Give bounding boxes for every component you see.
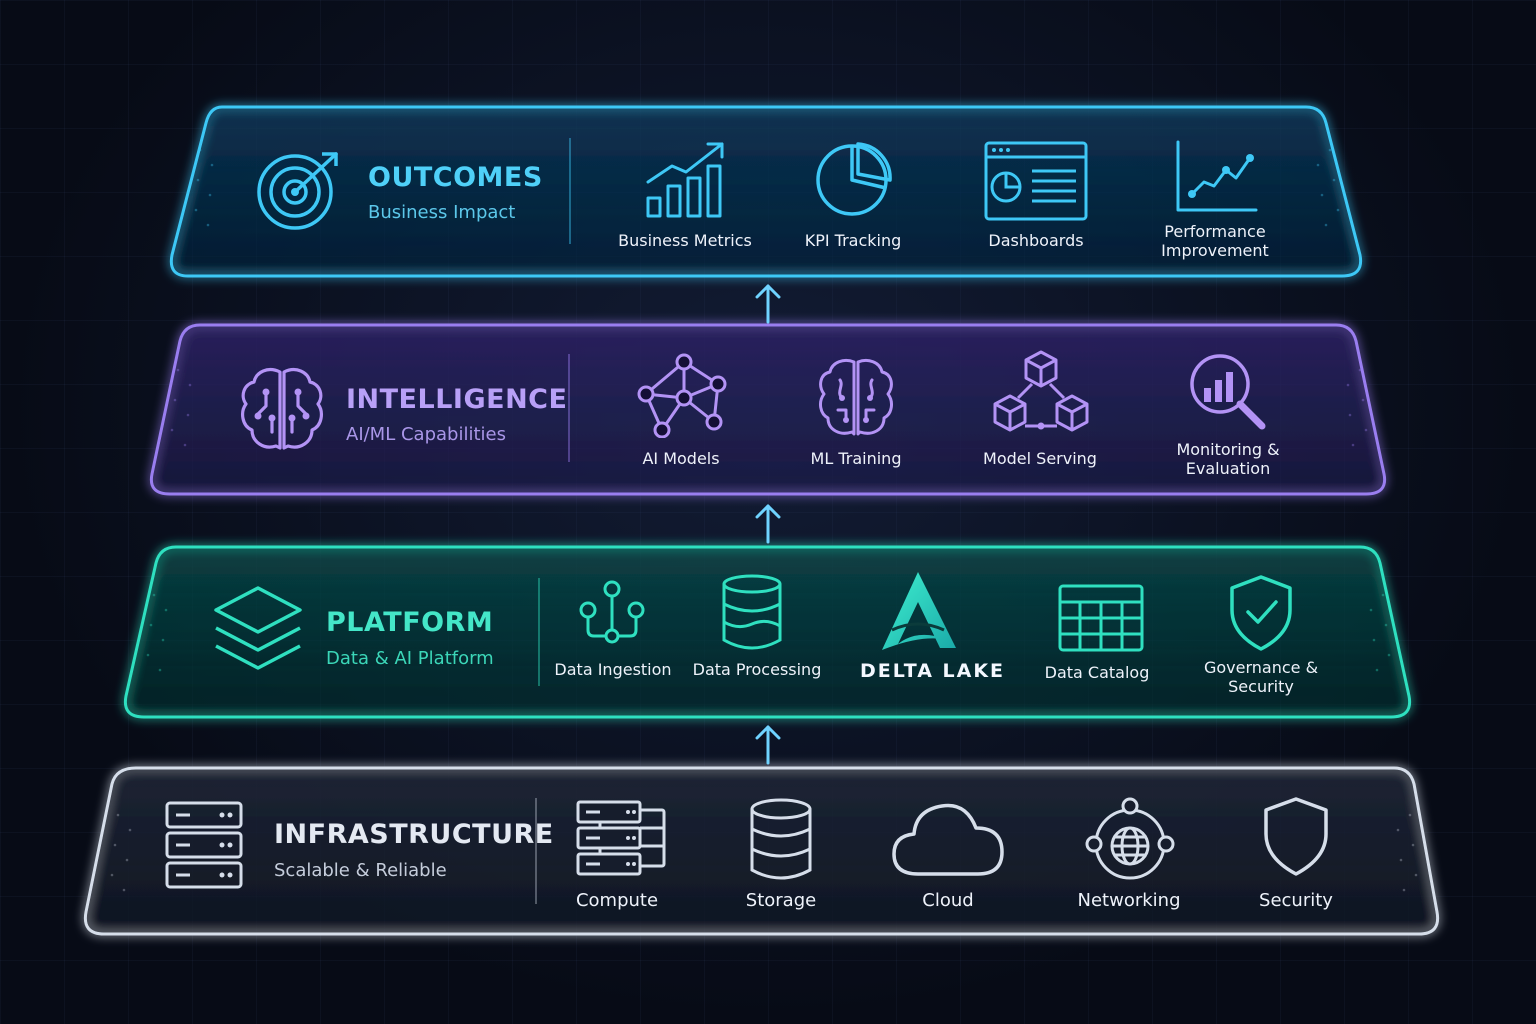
infrastructure-item-label: Security [1259, 890, 1333, 911]
platform-subtitle: Data & AI Platform [326, 648, 494, 669]
outcomes-title: OUTCOMES [368, 162, 543, 193]
arrow-up-icon [755, 504, 781, 544]
platform-item-label: Data Catalog [1044, 663, 1150, 682]
platform-item-label: Data Ingestion [554, 660, 672, 679]
intelligence-item-label: ML Training [810, 449, 902, 468]
arrow-up-icon [755, 725, 781, 765]
intelligence-item-label: Monitoring & Evaluation [1176, 440, 1280, 478]
arrow-up-icon [755, 284, 781, 324]
infrastructure-title: INFRASTRUCTURE [274, 819, 554, 850]
intelligence-item-label: Model Serving [983, 449, 1097, 468]
infrastructure-item-label: Networking [1077, 890, 1181, 911]
infrastructure-item-label: Compute [575, 890, 659, 911]
intelligence-subtitle: AI/ML Capabilities [346, 424, 506, 445]
platform-item-label: Governance & Security [1203, 658, 1319, 696]
platform-item-label: Data Processing [692, 660, 822, 679]
intelligence-title: INTELLIGENCE [346, 384, 568, 415]
outcomes-item-label: KPI Tracking [804, 231, 902, 250]
platform-title: PLATFORM [326, 607, 494, 638]
outcomes-item-label: Business Metrics [618, 231, 752, 250]
outcomes-item-label: Performance Improvement [1161, 222, 1269, 260]
outcomes-subtitle: Business Impact [368, 202, 516, 223]
outcomes-item-label: Dashboards [988, 231, 1084, 250]
infrastructure-item-label: Cloud [922, 890, 974, 911]
intelligence-panel [149, 323, 1387, 496]
infrastructure-item-label: Storage [745, 890, 817, 911]
infrastructure-subtitle: Scalable & Reliable [274, 860, 447, 881]
intelligence-item-label: AI Models [642, 449, 720, 468]
delta-lake-wordmark: DELTA LAKE [860, 660, 1006, 682]
